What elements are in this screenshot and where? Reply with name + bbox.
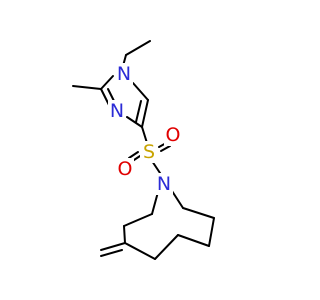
atom-s-label: S xyxy=(143,141,155,163)
bond-n3-c4 xyxy=(126,116,143,128)
atom-o-right-label: O xyxy=(166,124,181,146)
bond-c1-c2 xyxy=(123,213,153,227)
bond-c2-methyl xyxy=(72,85,102,90)
bond-n-c1 xyxy=(151,191,159,215)
bond-c5-c6 xyxy=(177,234,210,247)
atom-o-left-label: O xyxy=(118,158,133,180)
atom-n3: N xyxy=(108,100,126,122)
bond-n1-c5 xyxy=(132,82,149,101)
atom-n1-label: N xyxy=(117,63,131,85)
bond-methylene-a xyxy=(100,242,126,251)
atom-o-left: O xyxy=(116,158,134,180)
bond-n1-c2 xyxy=(100,75,114,90)
bond-n-c5 xyxy=(171,190,184,209)
bond-c4-s xyxy=(141,126,148,144)
atom-s: S xyxy=(140,141,158,163)
atom-o-right: O xyxy=(164,124,182,146)
bond-s-o-left-a xyxy=(128,151,139,159)
bond-c6-c7 xyxy=(208,217,215,247)
bond-c4-c5-double xyxy=(135,100,142,123)
bond-ethyl-ch3 xyxy=(125,40,151,56)
atom-n-bridge-label: N xyxy=(157,173,171,195)
atom-n1: N xyxy=(115,63,133,85)
structure-diagram: N N S O O N xyxy=(72,40,215,260)
bond-s-o-right-b xyxy=(160,145,171,152)
atom-n3-label: N xyxy=(110,100,124,122)
molecule-canvas: N N S O O N xyxy=(72,40,215,260)
bond-methylene-b xyxy=(100,249,123,257)
atom-n-bridge: N xyxy=(155,173,173,195)
bond-c4-c5 xyxy=(154,234,179,260)
bond-c3-c4 xyxy=(124,242,156,260)
bond-c7-c1 xyxy=(182,207,215,219)
bond-c4-c5 xyxy=(141,99,149,128)
bond-c2-c3 xyxy=(123,225,126,244)
